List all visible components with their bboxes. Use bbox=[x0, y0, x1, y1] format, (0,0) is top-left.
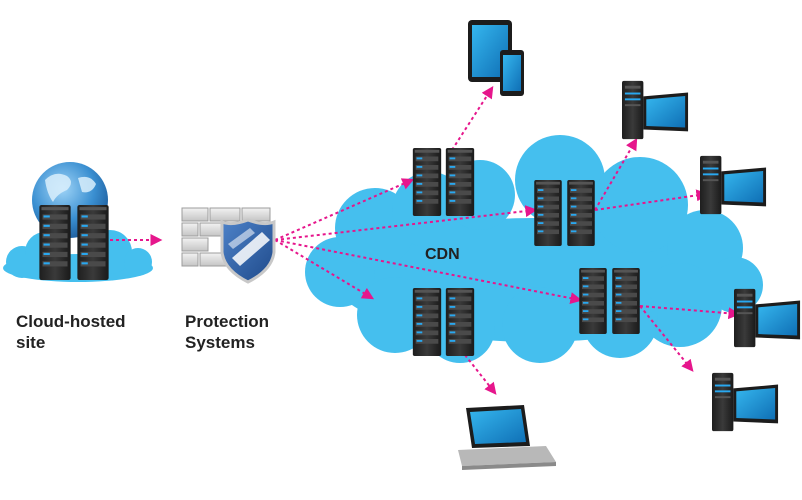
arrow-to-edge-4 bbox=[274, 239, 375, 300]
arrow-to-edge-3 bbox=[274, 239, 583, 305]
arrow-to-desktop-1 bbox=[594, 137, 638, 211]
cdn-cloud-icon bbox=[305, 135, 763, 363]
laptop-icon bbox=[458, 405, 556, 470]
protection-label-line1: Protection bbox=[185, 312, 270, 331]
protection-label-line2: Systems bbox=[185, 333, 255, 352]
desktop-4-icon bbox=[712, 372, 779, 432]
origin-label: Cloud-hosted site bbox=[16, 311, 126, 353]
desktop-1-icon bbox=[622, 80, 689, 140]
desktop-3-icon bbox=[734, 288, 801, 348]
protection-label: Protection Systems bbox=[185, 311, 269, 353]
arrow-to-edge-1 bbox=[274, 178, 415, 241]
arrow-to-tablet bbox=[451, 85, 494, 151]
arrow-to-edge-2 bbox=[274, 205, 538, 241]
arrow-to-desktop-2 bbox=[594, 189, 709, 211]
origin-label-line2: site bbox=[16, 333, 46, 352]
origin-label-line1: Cloud-hosted bbox=[16, 312, 126, 331]
tablet-phone-icon bbox=[468, 20, 524, 96]
arrow-to-desktop-4 bbox=[639, 305, 694, 372]
server-globe-icon bbox=[32, 162, 109, 280]
cdn-label: CDN bbox=[425, 246, 460, 263]
arrow-to-desktop-3 bbox=[639, 305, 741, 320]
connection-arrows bbox=[110, 85, 741, 395]
arrow-to-laptop bbox=[464, 354, 497, 395]
firewall-shield-icon bbox=[181, 207, 276, 284]
desktop-2-icon bbox=[700, 155, 767, 215]
